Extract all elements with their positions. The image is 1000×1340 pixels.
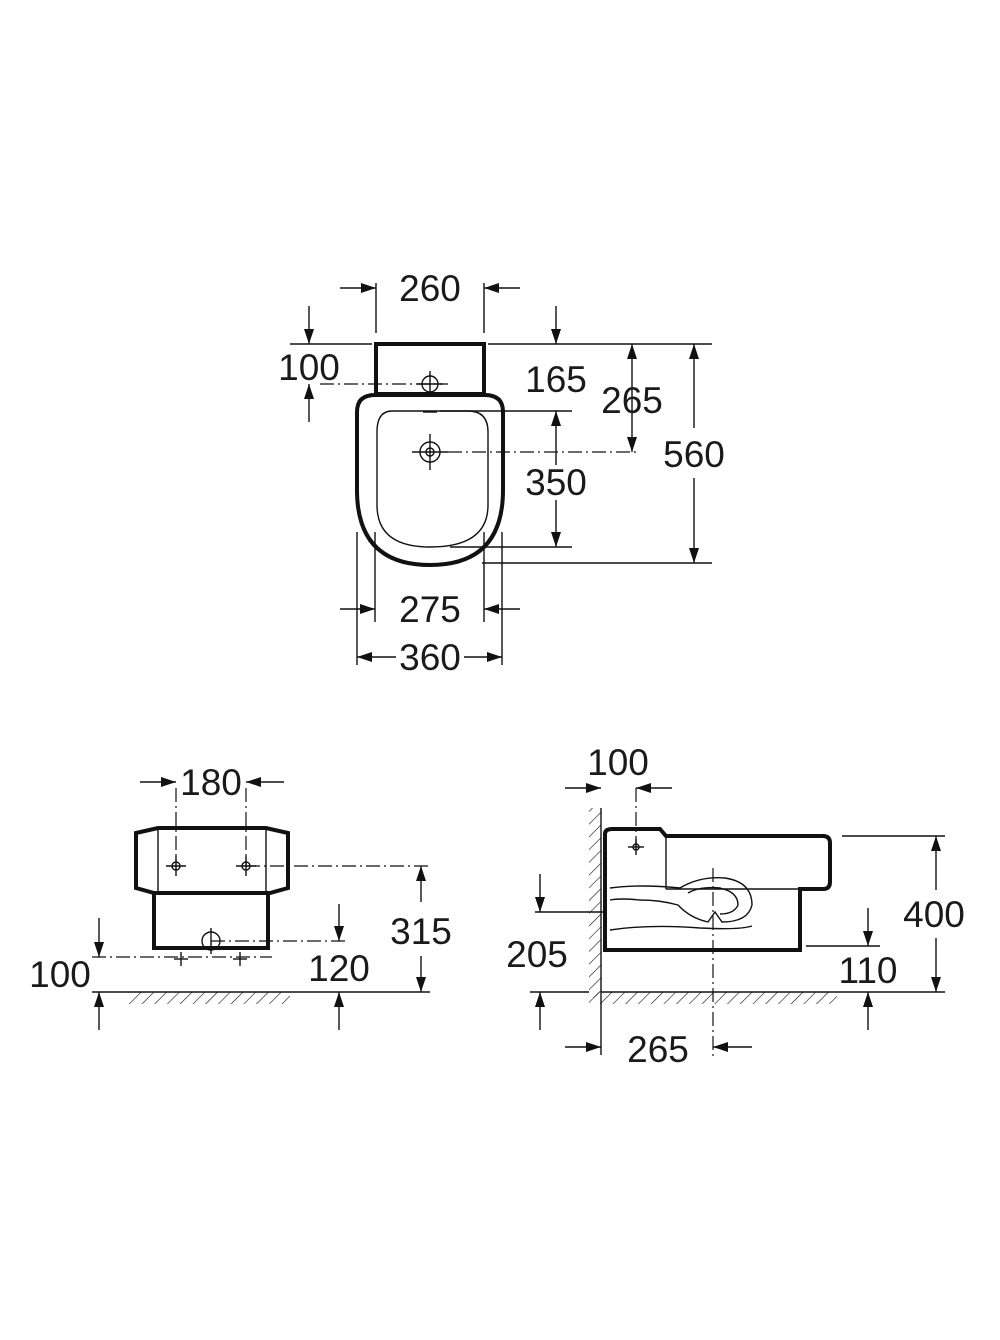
front-view-anchor-right bbox=[233, 952, 247, 966]
front-view-floor bbox=[128, 992, 290, 1004]
dimension-side-height-110: 110 bbox=[839, 950, 898, 991]
dimension-top-width-275: 275 bbox=[399, 589, 461, 630]
dimension-front-height-120: 120 bbox=[308, 948, 370, 989]
dimension-front-spacing-180: 180 bbox=[180, 762, 242, 803]
dimension-top-width-360: 360 bbox=[399, 637, 461, 678]
front-view-anchor-left bbox=[174, 952, 188, 966]
top-view-bowl-hole-symbol bbox=[412, 434, 448, 470]
side-view-body bbox=[603, 827, 832, 952]
top-view-bowl-outline bbox=[355, 393, 505, 568]
dimension-top-width-260: 260 bbox=[399, 268, 461, 309]
dimension-side-height-400: 400 bbox=[903, 894, 965, 935]
dimension-side-depth-265: 265 bbox=[627, 1029, 689, 1070]
top-view-bowl-opening bbox=[376, 410, 489, 548]
front-view-body bbox=[134, 826, 290, 895]
dimension-top-depth-165: 165 bbox=[525, 359, 587, 400]
side-view: 100 400 110 205 265 bbox=[506, 742, 965, 1070]
side-view-bowl-interior bbox=[609, 877, 753, 923]
dimension-front-height-100: 100 bbox=[29, 954, 91, 995]
dimension-top-length-560: 560 bbox=[663, 434, 725, 475]
dimension-top-depth-100: 100 bbox=[278, 347, 340, 388]
dimension-side-offset-100: 100 bbox=[587, 742, 649, 783]
side-view-wall bbox=[589, 808, 601, 998]
front-view: 180 315 120 100 bbox=[29, 762, 452, 1030]
dimension-top-depth-350: 350 bbox=[525, 462, 587, 503]
dimension-side-height-205: 205 bbox=[506, 934, 568, 975]
dimension-front-height-315: 315 bbox=[390, 911, 452, 952]
top-view: 260 100 165 265 350 560 bbox=[278, 268, 725, 678]
dimension-top-depth-265: 265 bbox=[601, 380, 663, 421]
